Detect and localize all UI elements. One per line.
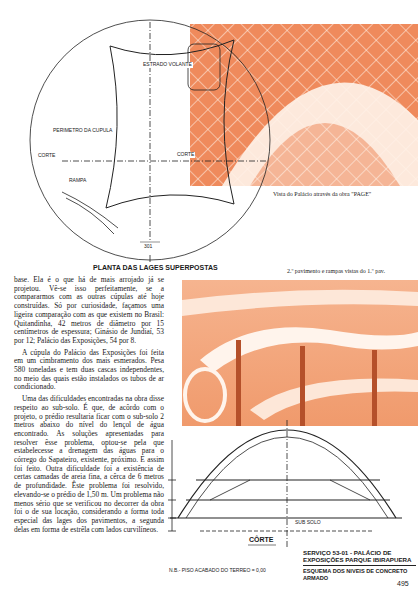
note: N.B.- PISO ACABADO DO TERREO = 0,00: [168, 568, 267, 574]
callout-number: 301: [143, 244, 153, 250]
section-mark: CORTE: [37, 153, 56, 159]
section-drawing: [168, 420, 402, 548]
title-block-subtitle: ESQUEMA DOS NIVEIS DE CONCRETO ARMADO: [303, 568, 416, 581]
section-mark: CORTE: [176, 152, 195, 158]
title-block-heading: SERVIÇO 53-01 - PALÁCIO DE EXPOSIÇÕES PA…: [303, 549, 416, 566]
page-number: 495: [396, 580, 410, 588]
body-paragraph: Uma das dificuldades encontradas na obra…: [14, 395, 164, 534]
plan-label: ESTRADO VOLANTE: [142, 62, 193, 68]
body-paragraph: A cúpula do Palácio das Exposições foi f…: [14, 349, 164, 393]
slab-plan: [30, 20, 270, 262]
title-block: SERVIÇO 53-01 - PALÁCIO DE EXPOSIÇÕES PA…: [303, 549, 416, 582]
plan-label: RAMPA: [68, 178, 87, 184]
section-title: CÔRTE: [248, 536, 275, 544]
level-label: SUB SOLO: [294, 520, 322, 526]
photo-caption: Vista do Palácio através da obra "PAGE": [272, 191, 372, 198]
figure-title: PLANTA DAS LAGES SUPERPOSTAS: [92, 264, 219, 272]
plan-label: PERIMETRO DA CUPULA: [52, 128, 113, 134]
text-column: base. Ela é o que há de mais arrojado já…: [14, 276, 164, 534]
photo-ramps: [182, 280, 418, 426]
body-paragraph: base. Ela é o que há de mais arrojado já…: [14, 276, 164, 346]
photo-caption: 2.º pavimento e rampas vistas do 1.º pav…: [286, 268, 386, 275]
